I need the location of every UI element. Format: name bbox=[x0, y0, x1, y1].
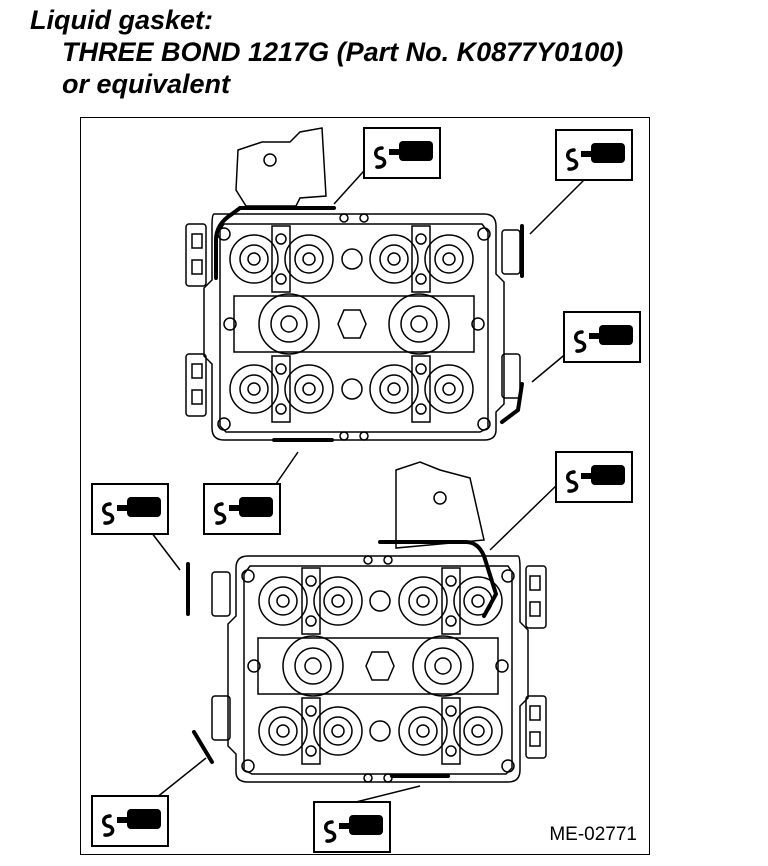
liquid-gasket-symbols bbox=[90, 126, 642, 854]
upper-bracket bbox=[235, 127, 327, 207]
heading-product: THREE BOND 1217G (Part No. K0877Y0100) bbox=[62, 37, 624, 67]
lower-cylinder-head bbox=[186, 461, 547, 783]
liquid-gasket-symbol-icon bbox=[202, 482, 282, 536]
figure-code: ME-02771 bbox=[549, 824, 637, 845]
gasket-spec-heading: Liquid gasket: THREE BOND 1217G (Part No… bbox=[30, 4, 623, 100]
liquid-gasket-symbol-icon bbox=[90, 482, 170, 536]
heading-alternative: or equivalent bbox=[62, 69, 231, 99]
lower-bracket bbox=[395, 461, 485, 549]
liquid-gasket-symbol-icon bbox=[90, 794, 170, 848]
upper-cylinder-head bbox=[185, 127, 524, 442]
liquid-gasket-symbol-icon bbox=[554, 450, 634, 504]
liquid-gasket-symbol-icon bbox=[562, 310, 642, 364]
leader-lines bbox=[141, 161, 593, 803]
liquid-gasket-symbol-icon bbox=[362, 126, 442, 180]
lower-gasket-lines bbox=[186, 540, 499, 778]
cylinder-head-figure: ME-02771 bbox=[80, 117, 650, 855]
liquid-gasket-symbol-icon bbox=[554, 128, 634, 182]
heading-title: Liquid gasket: bbox=[30, 5, 214, 35]
upper-gasket-lines bbox=[214, 206, 524, 442]
liquid-gasket-symbol-icon bbox=[312, 800, 392, 854]
